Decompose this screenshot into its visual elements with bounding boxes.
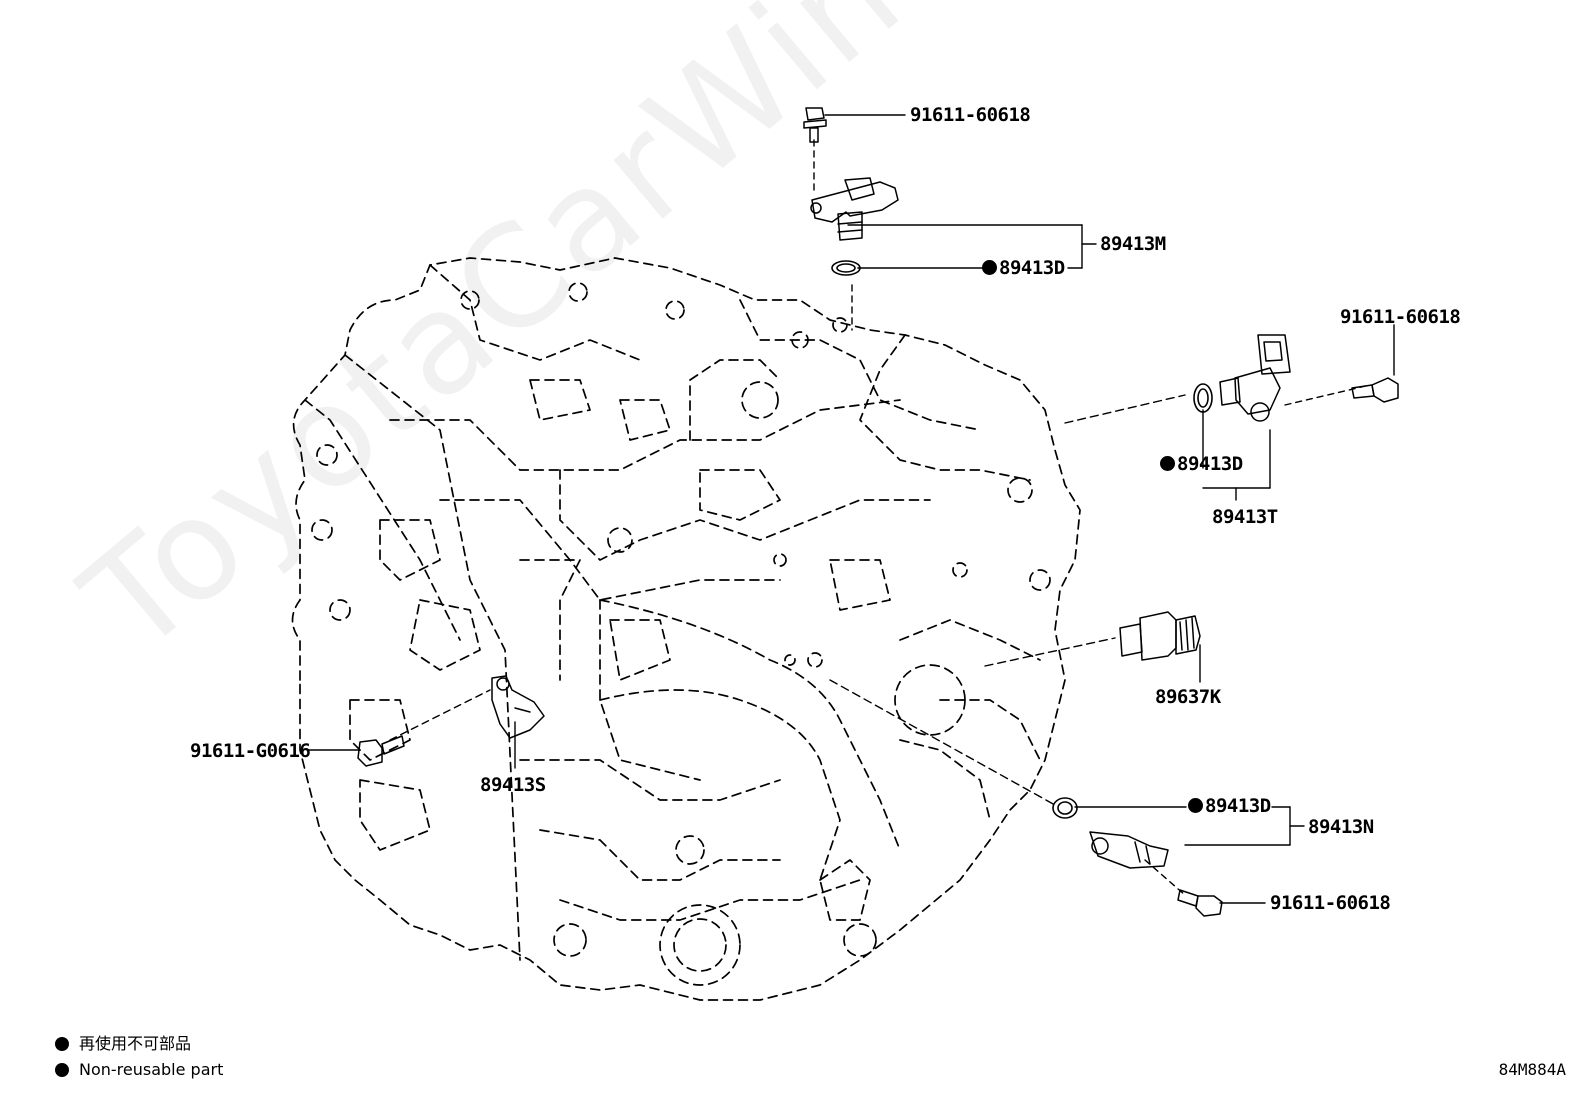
speed-sensor-bottom-drawing bbox=[1089, 831, 1169, 869]
speed-sensor-top-drawing bbox=[810, 177, 899, 241]
bolt-top-drawing bbox=[803, 107, 827, 143]
transmission-housing bbox=[291, 257, 1081, 1001]
bolt-left-drawing bbox=[357, 735, 405, 767]
part-label-oring-bottom: 89413D bbox=[1188, 797, 1271, 816]
non-reusable-mark bbox=[1160, 456, 1175, 471]
part-label-sensor-left: 89413S bbox=[480, 774, 546, 796]
part-label-oring-right: 89413D bbox=[1160, 455, 1243, 474]
legend-item-en: Non-reusable part bbox=[55, 1062, 223, 1078]
legend-item-jp: 再使用不可部品 bbox=[55, 1036, 191, 1052]
part-label-bolt-bottom: 91611-60618 bbox=[1270, 892, 1391, 914]
legend-dot-icon bbox=[55, 1037, 69, 1051]
part-label-sensor-right-assy: 89413T bbox=[1212, 506, 1278, 528]
oring-bottom-drawing bbox=[1052, 797, 1078, 819]
speed-sensor-left-drawing bbox=[491, 675, 545, 739]
part-label-sensor-bottom-assy: 89413N bbox=[1308, 816, 1374, 838]
non-reusable-mark bbox=[1188, 798, 1203, 813]
oring-right-drawing bbox=[1193, 383, 1213, 413]
legend-dot-icon bbox=[55, 1063, 69, 1077]
part-label-bolt-left: 91611-G0616 bbox=[190, 740, 311, 762]
part-label-bolt-top: 91611-60618 bbox=[910, 104, 1031, 126]
leader-lines bbox=[307, 114, 1395, 904]
non-reusable-mark bbox=[982, 260, 997, 275]
bolt-bottom-drawing bbox=[1177, 889, 1223, 917]
oring-top-drawing bbox=[831, 260, 861, 276]
part-label-bolt-right: 91611-60618 bbox=[1340, 306, 1461, 328]
figure-code: 84M884A bbox=[1498, 1060, 1566, 1079]
pressure-switch-drawing bbox=[1119, 611, 1201, 661]
bolt-right-drawing bbox=[1351, 377, 1399, 403]
part-label-pressure-switch: 89637K bbox=[1155, 686, 1221, 708]
part-label-oring-top: 89413D bbox=[982, 259, 1065, 278]
part-label-sensor-top-assy: 89413M bbox=[1100, 233, 1166, 255]
speed-sensor-right-drawing bbox=[1219, 334, 1291, 422]
